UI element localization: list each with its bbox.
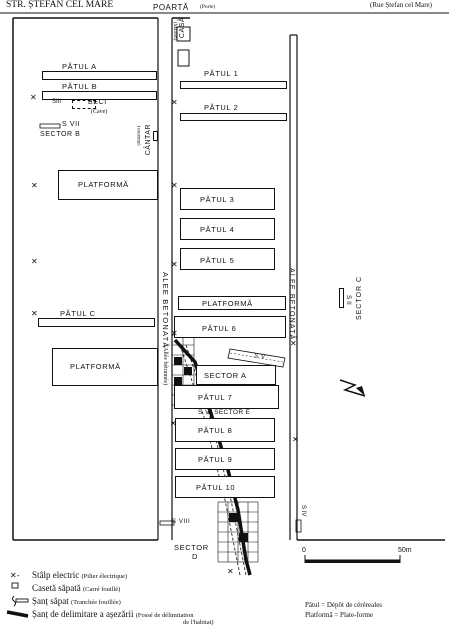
plot-6 (174, 316, 286, 338)
alley-left-label: ALEE BETONATĂ (161, 272, 170, 349)
plot-4-label: PĂTUL 4 (200, 225, 235, 234)
plot-b (42, 91, 157, 100)
plot-10 (175, 476, 275, 498)
plot-3 (180, 188, 275, 210)
x-mark-icon: ✕ (171, 329, 178, 338)
platform-left-2 (52, 348, 158, 386)
trench-s8-label: S VIII (172, 519, 191, 525)
x-mark-icon: ✕ (31, 309, 38, 318)
platform-left-1-label: PLATFORMĂ (78, 180, 129, 189)
trench-s2-label: S II (345, 295, 352, 305)
plot-c (38, 318, 155, 327)
x-mark-icon: ✕ (227, 567, 234, 576)
scale-bar (304, 555, 401, 563)
scale-end: 50m (398, 547, 412, 554)
plot-4 (180, 218, 275, 240)
note-patul: Pătul = Dépôt de céréreales (305, 601, 383, 609)
scale-house-label-fr: (Balance) (137, 126, 142, 146)
house-label-fr: (Maison) (172, 22, 177, 41)
cellar-label: BECI (88, 99, 107, 106)
legend-pole: Stâlp electric (Pilier électrique) (32, 570, 127, 580)
plot-a (42, 71, 157, 80)
plot-1 (180, 81, 287, 89)
alley-right-label: ALEE BETONATĂ (288, 268, 295, 341)
sector-a-label: SECTOR A (204, 371, 247, 380)
plot-c-label: PĂTUL c (60, 309, 96, 318)
legend-pole-label: Stâlp electric (32, 570, 80, 580)
street-name-right: (Rue Ștefan cel Mare) (370, 1, 432, 9)
legend-ditch-fr2: de l'habitat) (183, 619, 214, 626)
plot-8-label: PĂTUL 8 (198, 426, 233, 435)
plot-2 (180, 113, 287, 121)
scale-house-box (153, 131, 158, 141)
trench-s7-label: S VII (62, 121, 81, 128)
x-mark-icon: ✕ (170, 419, 177, 428)
plot-9 (175, 448, 275, 470)
cellar-box (72, 100, 96, 109)
x-mark-icon: ✕ (171, 98, 178, 107)
sector-d-label: SECTOR (174, 543, 209, 552)
plot-2-label: PĂTUL 2 (204, 103, 239, 112)
platform-left-1 (58, 170, 158, 200)
legend-square: Casetă săpată (Carré fouillé) (32, 583, 120, 593)
trench-icon (12, 595, 29, 607)
x-mark-icon: ✕- (10, 571, 20, 580)
plot-9-label: PĂTUL 9 (198, 455, 233, 464)
sector-c-label: SECTOR C (356, 276, 363, 321)
legend-pole-fr: (Pilier électrique) (81, 573, 128, 580)
gate-label-fr: (Porte) (200, 4, 216, 10)
x-mark-icon: ✕ (292, 435, 299, 444)
cellar-label-fr: (Cave) (91, 109, 108, 115)
alley-left-label-fr: (Allée bétonnée) (162, 345, 168, 386)
trench-s2-box (339, 288, 344, 308)
plot-3-label: PĂTUL 3 (200, 195, 235, 204)
plot-10-label: PĂTUL 10 (196, 483, 236, 492)
cellar-code: SIII (52, 99, 62, 105)
house-label: CASĂ (179, 17, 186, 39)
x-mark-icon: ✕ (290, 339, 297, 348)
north-arrow-icon (339, 379, 366, 397)
x-mark-icon: ✕ (171, 260, 178, 269)
square-icon (11, 582, 19, 589)
trench-s6-label: S VI SECTOR E (198, 409, 251, 416)
legend-trench-label: Șanț săpat (32, 596, 69, 606)
plot-7 (174, 385, 279, 409)
plot-b-label: PĂTUL b (62, 82, 98, 91)
legend-square-label: Casetă săpată (32, 583, 81, 593)
x-mark-icon: ✕ (171, 181, 178, 190)
sector-b-label: SECTOR B (40, 131, 81, 138)
legend-trench: Șanț săpat (Tranchée fouillée) (32, 596, 121, 606)
scale-zero: 0 (302, 547, 306, 554)
gate-label: POARTĂ (153, 3, 189, 12)
plot-6-label: PĂTUL 6 (202, 324, 237, 333)
sector-a-area (196, 365, 276, 385)
sector-d-letter: D (192, 552, 199, 561)
platform-right (178, 296, 286, 310)
plot-1-label: PĂTUL 1 (204, 69, 239, 78)
x-mark-icon: ✕ (31, 257, 38, 266)
x-mark-icon: ✕ (30, 93, 37, 102)
legend-ditch-fr: (Fossé de délimitation (135, 612, 194, 619)
platform-left-2-label: PLATFORMĂ (70, 362, 121, 371)
plot-5-label: PĂTUL 5 (200, 256, 235, 265)
plot-5 (180, 248, 275, 270)
legend-square-fr: (Carré fouillé) (82, 586, 121, 593)
platform-right-label: PLATFORMĂ (202, 299, 253, 308)
plot-7-label: PĂTUL 7 (198, 393, 233, 402)
legend-trench-fr: (Tranchée fouillée) (71, 599, 121, 606)
thick-line-icon (6, 610, 29, 618)
scale-house-label: CÂNTAR (145, 124, 152, 156)
trench-s4-label: S IV (300, 505, 306, 517)
plot-a-label: PĂTUL a (62, 62, 97, 71)
x-mark-icon: ✕ (31, 181, 38, 190)
note-platforma: Platformă = Plate-forme (305, 611, 374, 619)
plot-8 (175, 418, 275, 442)
street-name-left: STR. ȘTEFAN CEL MARE (6, 0, 114, 10)
legend-ditch: Șanț de delimitare a așezării (Fossé de … (32, 609, 193, 619)
legend-ditch-label: Șanț de delimitare a așezării (32, 609, 134, 619)
